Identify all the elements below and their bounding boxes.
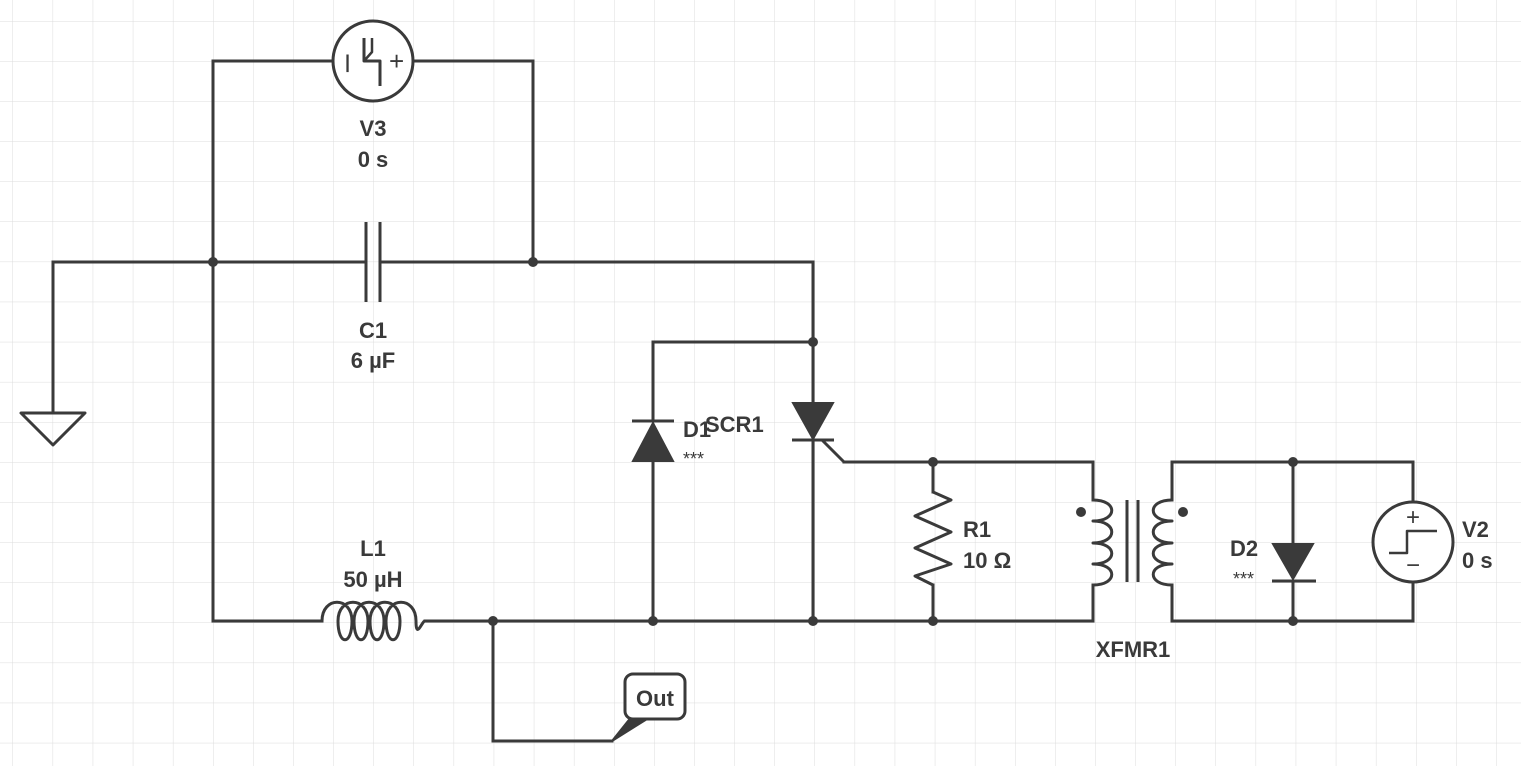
junction-node xyxy=(808,616,818,626)
v2-plus-sign: + xyxy=(1406,504,1420,531)
d1-triangle xyxy=(631,420,675,462)
inductor-coil-icon xyxy=(320,600,426,642)
resistor-zigzag-icon xyxy=(913,490,953,587)
d2-triangle xyxy=(1271,543,1315,582)
d2-value-label: *** xyxy=(1233,569,1254,589)
pulse-waveform-icon xyxy=(363,38,374,62)
c1-capacitor[interactable] xyxy=(364,222,382,302)
wire-v3-left[interactable] xyxy=(211,59,335,264)
junction-node xyxy=(928,457,938,467)
wire-bottom-rail[interactable] xyxy=(423,583,1095,623)
step-waveform-icon xyxy=(1389,529,1437,555)
v3-plus-sign: + xyxy=(389,46,404,76)
wire-out[interactable] xyxy=(491,619,614,743)
r1-resistor[interactable] xyxy=(913,490,953,587)
v2-source[interactable]: + − xyxy=(1371,500,1455,584)
scr1-triangle xyxy=(791,402,835,442)
wire-gate[interactable] xyxy=(842,460,1095,502)
d1-diode[interactable] xyxy=(631,419,675,462)
out-label-box xyxy=(623,672,687,721)
junctions xyxy=(208,257,1298,626)
pulse-waveform-icon xyxy=(362,38,382,86)
scr1-thyristor[interactable] xyxy=(791,402,846,464)
wire-left-vertical[interactable] xyxy=(211,260,324,623)
v2-name-label: V2 xyxy=(1462,517,1489,542)
c1-name-label: C1 xyxy=(359,318,387,343)
v2-value-label: 0 s xyxy=(1462,548,1493,573)
ground-icon xyxy=(19,411,87,447)
l1-value-label: 50 µH xyxy=(343,567,402,592)
l1-inductor[interactable] xyxy=(320,600,426,642)
junction-node xyxy=(488,616,498,626)
out-net-label[interactable]: Out xyxy=(611,672,687,742)
d1-name-label: D1 xyxy=(683,417,711,442)
r1-name-label: R1 xyxy=(963,517,991,542)
xfmr1-transformer[interactable] xyxy=(1076,498,1188,587)
r1-value-label: 10 Ω xyxy=(963,548,1011,573)
junction-node xyxy=(808,337,818,347)
xfmr1-primary-dot xyxy=(1076,507,1086,517)
wire-ground-to-c1[interactable] xyxy=(51,260,368,415)
wire-v3-right[interactable] xyxy=(411,59,535,264)
xfmr1-name-label: XFMR1 xyxy=(1096,637,1171,662)
wire-c1-to-scr[interactable] xyxy=(378,260,815,405)
v3-name-label: V3 xyxy=(360,116,387,141)
d2-diode[interactable] xyxy=(1271,543,1316,583)
v3-source[interactable]: | + xyxy=(331,19,415,103)
scr1-name-label: SCR1 xyxy=(705,412,764,437)
l1-name-label: L1 xyxy=(360,536,386,561)
xfmr1-secondary-coil-icon xyxy=(1151,498,1174,587)
junction-node xyxy=(208,257,218,267)
junction-node xyxy=(648,616,658,626)
v3-value-label: 0 s xyxy=(358,147,389,172)
junction-node xyxy=(528,257,538,267)
v2-minus-sign: − xyxy=(1406,552,1420,579)
d1-value-label: *** xyxy=(683,449,704,469)
junction-node xyxy=(928,616,938,626)
scr1-gate-lead xyxy=(820,438,846,464)
junction-node xyxy=(1288,457,1298,467)
c1-value-label: 6 µF xyxy=(351,348,395,373)
wire-d1-top[interactable] xyxy=(651,340,815,422)
d2-name-label: D2 xyxy=(1230,536,1258,561)
v2-source-circle xyxy=(1371,500,1455,584)
xfmr1-primary-coil-icon xyxy=(1091,498,1114,587)
ground-symbol[interactable] xyxy=(19,411,87,447)
out-label-text: Out xyxy=(636,686,675,711)
xfmr1-secondary-dot xyxy=(1178,507,1188,517)
junction-node xyxy=(1288,616,1298,626)
v3-minus-sign: | xyxy=(345,52,350,72)
